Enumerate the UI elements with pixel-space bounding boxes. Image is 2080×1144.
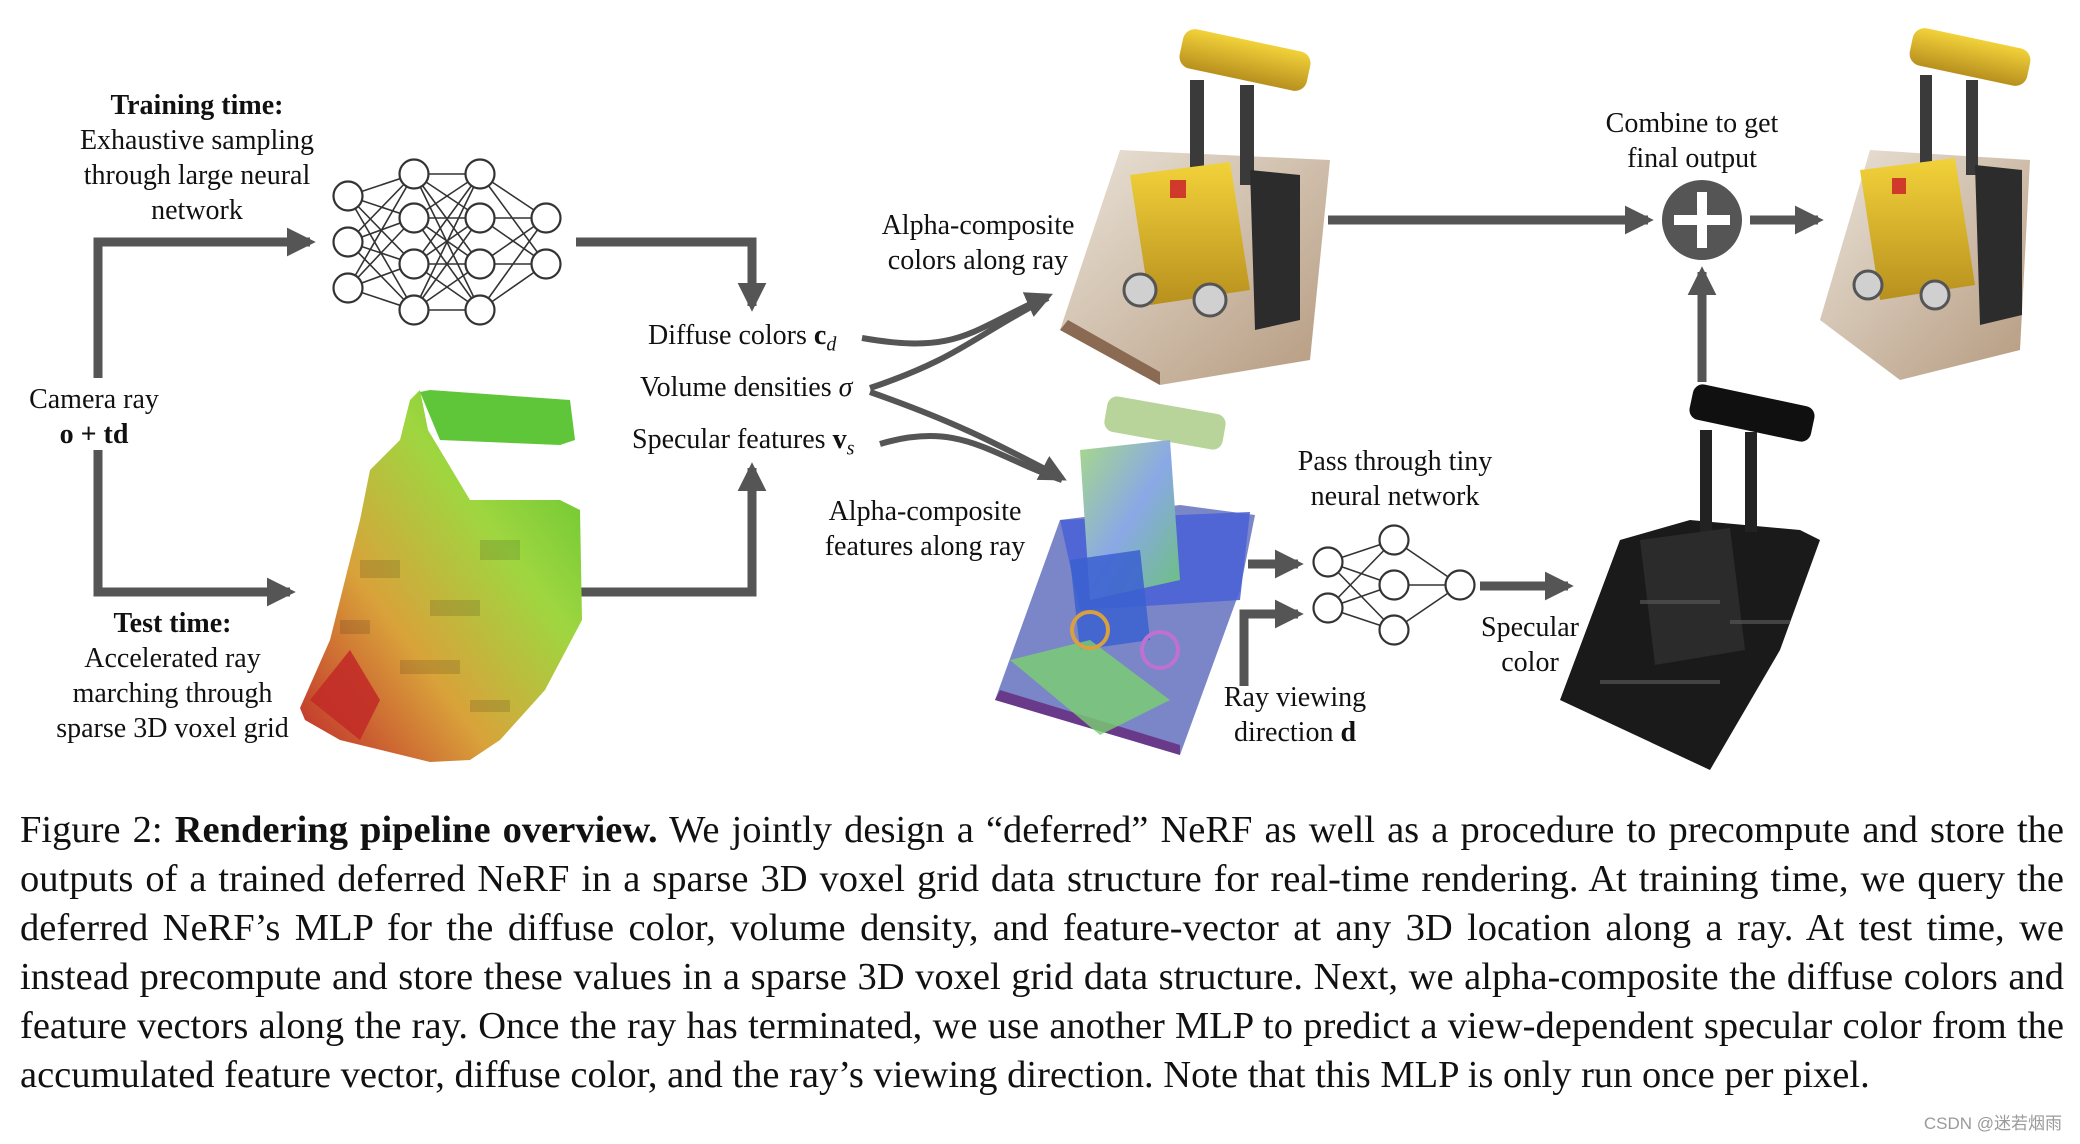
large-mlp-edge <box>413 173 481 265</box>
test-line-1: Accelerated ray <box>84 643 261 674</box>
alpha-colors-line-1: Alpha-composite <box>881 210 1075 241</box>
tiny-mlp-node <box>1312 546 1344 578</box>
large-mlp-node <box>398 248 430 280</box>
alpha-features-label: Alpha-composite features along ray <box>790 494 1060 564</box>
view-direction-label: Ray viewing direction d <box>1200 680 1390 750</box>
specular-render-image <box>1560 384 1820 770</box>
view-line-2: direction d <box>1200 715 1390 750</box>
combine-line-2: final output <box>1627 143 1757 174</box>
large-mlp-edge <box>347 217 415 289</box>
large-mlp-node <box>398 294 430 326</box>
specular-features-label: Specular features vs <box>632 422 854 467</box>
specular-subscript: s <box>846 437 855 460</box>
alpha-features-line-2: features along ray <box>824 531 1026 562</box>
spec-color-line-1: Specular <box>1481 612 1579 643</box>
figure-label: Figure 2: <box>20 809 163 851</box>
tiny-mlp-node <box>1312 592 1344 624</box>
training-line-3: network <box>151 195 243 226</box>
tiny-mlp-node <box>1378 569 1410 601</box>
volume-densities-label: Volume densities σ <box>640 370 852 405</box>
camera-line-2: o + td <box>59 419 129 450</box>
large-mlp-edge <box>479 173 547 265</box>
arrow-camera-to-test <box>93 450 296 607</box>
diffuse-subscript: d <box>826 333 837 356</box>
diffuse-render-image <box>1060 29 1330 385</box>
alpha-colors-line-2: colors along ray <box>887 245 1069 276</box>
tiny-mlp-edge <box>1327 539 1395 609</box>
large-mlp-node <box>530 248 562 280</box>
diffuse-colors-label: Diffuse colors cd <box>648 318 836 363</box>
arrow-training-to-outputs <box>576 237 767 312</box>
training-line-2: through large neural <box>83 160 311 191</box>
view-symbol: d <box>1340 717 1357 748</box>
specular-symbol: v <box>832 424 847 455</box>
tiny-mlp-node <box>1378 614 1410 646</box>
training-time-label: Training time: Exhaustive sampling throu… <box>52 88 342 228</box>
camera-ray-label: Camera ray o + td <box>14 382 174 452</box>
tiny-mlp-node <box>1444 569 1476 601</box>
diffuse-text: Diffuse colors <box>648 320 807 351</box>
training-line-1: Exhaustive sampling <box>79 125 315 156</box>
tiny-line-2: neural network <box>1310 481 1480 512</box>
arrow-camera-to-training <box>93 227 316 378</box>
large-mlp-node <box>332 226 364 258</box>
large-mlp-edge <box>413 173 481 311</box>
watermark: CSDN @迷若烟雨 <box>1923 1114 2062 1133</box>
large-mlp-edge <box>347 173 415 243</box>
figure-title: Rendering pipeline overview. <box>174 809 658 851</box>
arrow-density-curve-down <box>869 389 1067 481</box>
voxel-grid-image <box>300 390 582 762</box>
figure-caption: Figure 2: Rendering pipeline overview. W… <box>20 806 2064 1100</box>
large-mlp-edge <box>479 217 547 311</box>
large-mlp-node <box>398 202 430 234</box>
training-title: Training time: <box>110 90 284 121</box>
combine-label: Combine to get final output <box>1572 106 1812 176</box>
specular-text: Specular features <box>632 424 826 455</box>
large-mlp-node <box>530 202 562 234</box>
specular-color-label: Specular color <box>1460 610 1600 680</box>
test-line-3: sparse 3D voxel grid <box>56 713 289 744</box>
arrow-density-curve-up <box>869 295 1050 391</box>
arrow-viewdir-to-tiny-net <box>1239 599 1304 686</box>
density-symbol: σ <box>838 372 853 403</box>
test-line-2: marching through <box>72 678 273 709</box>
large-mlp-node <box>464 294 496 326</box>
arrow-specular-curve <box>879 433 1063 483</box>
pipeline-diagram <box>93 28 2031 770</box>
large-mlp-node <box>464 158 496 190</box>
camera-line-1: Camera ray <box>29 384 159 415</box>
large-mlp-node <box>464 202 496 234</box>
caption-body: We jointly design a “deferred” NeRF as w… <box>20 809 2064 1096</box>
tiny-mlp-node <box>1378 524 1410 556</box>
large-mlp-node <box>332 272 364 304</box>
diffuse-symbol: c <box>813 320 827 351</box>
view-line-1: Ray viewing <box>1223 682 1367 713</box>
combine-line-1: Combine to get <box>1605 108 1779 139</box>
large-mlp-edge <box>413 217 481 311</box>
large-mlp-node <box>464 248 496 280</box>
view-text: direction <box>1233 717 1334 748</box>
arrow-test-to-outputs <box>580 462 767 597</box>
feature-render-image <box>995 396 1255 755</box>
tiny-line-1: Pass through tiny <box>1297 446 1493 477</box>
large-mlp-node <box>398 158 430 190</box>
density-text: Volume densities <box>640 372 832 403</box>
arrow-diffuse-curve <box>861 292 1053 347</box>
large-mlp-node <box>332 180 364 212</box>
final-render-image <box>1820 28 2031 380</box>
large-mlp-edge <box>347 173 415 289</box>
alpha-colors-label: Alpha-composite colors along ray <box>838 208 1118 278</box>
tiny-network-label: Pass through tiny neural network <box>1260 444 1530 514</box>
test-time-label: Test time: Accelerated ray marching thro… <box>30 606 315 746</box>
plus-icon <box>1662 180 1742 260</box>
test-title: Test time: <box>113 608 232 639</box>
large-mlp-icon <box>347 173 547 311</box>
spec-color-line-2: color <box>1501 647 1559 678</box>
alpha-features-line-1: Alpha-composite <box>828 496 1022 527</box>
